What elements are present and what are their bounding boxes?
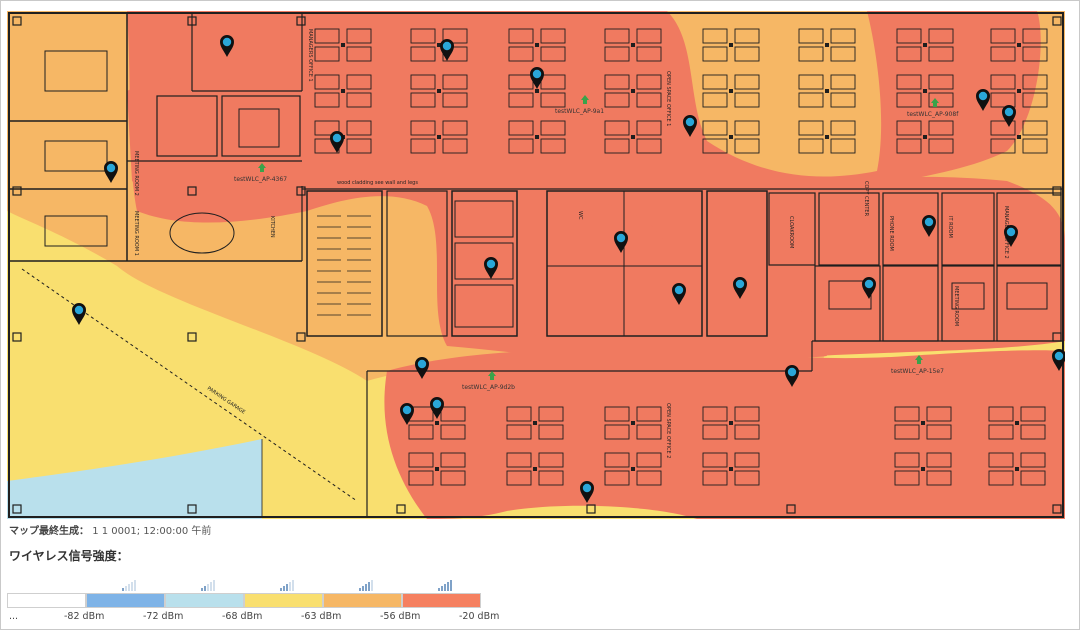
outer-wall — [8, 12, 1064, 518]
access-point[interactable]: testWLC_AP-15e7 — [891, 355, 944, 375]
workstations — [314, 28, 1048, 486]
updated-value: 1 1 0001; 12:00:00 午前 — [92, 526, 212, 537]
map-pin-icon[interactable] — [785, 365, 799, 387]
signal-bars-icon — [122, 577, 136, 591]
ap-label: testWLC_AP-4367 — [234, 176, 287, 183]
room-label: OPEN SPACE OFFICE 1 — [665, 71, 671, 126]
map-pin-icon[interactable] — [976, 89, 990, 111]
map-pin-icon[interactable] — [415, 357, 429, 379]
room-label: PHONE ROOM — [888, 216, 894, 251]
columns — [12, 16, 1062, 514]
signal-bars-icon — [280, 577, 294, 591]
wifi-ap-icon — [915, 355, 923, 364]
map-pin-icon[interactable] — [922, 215, 936, 237]
room-label: WC — [577, 211, 583, 220]
room-label: MEETING ROOM 1 — [133, 211, 139, 256]
legend-swatch — [7, 593, 86, 608]
updated-label: マップ最終生成： — [9, 526, 89, 537]
ap-label: testWLC_AP-908f — [907, 111, 959, 118]
map-pin-icon[interactable] — [430, 397, 444, 419]
ap-label: testWLC_AP-9a1 — [555, 108, 604, 115]
room-label: COPY CENTER — [863, 181, 869, 217]
access-point[interactable]: testWLC_AP-908f — [907, 98, 959, 118]
floor-plan-map[interactable]: MEETING ROOM 2 MEETING ROOM 1 KITCHEN MA… — [7, 11, 1065, 519]
client-markers — [72, 35, 1065, 503]
map-annotation: wood cladding see wall and legs — [337, 180, 418, 186]
legend-label: ... — [9, 611, 19, 622]
legend-swatch — [323, 593, 402, 608]
room-label: MEETING ROOM 2 — [133, 151, 139, 196]
map-pin-icon[interactable] — [1004, 225, 1018, 247]
legend-swatch — [244, 593, 323, 608]
signal-bars-icon — [359, 577, 373, 591]
signal-icons-row — [7, 577, 483, 593]
legend-label: -56 dBm — [380, 611, 421, 622]
map-pin-icon[interactable] — [672, 283, 686, 305]
heat-zone-red-southwest — [477, 197, 707, 346]
wifi-ap-icon — [581, 95, 589, 104]
access-points: testWLC_AP-4367 testWLC_AP-9a1 testWLC_A… — [234, 95, 959, 391]
map-pin-icon[interactable] — [330, 131, 344, 153]
legend-label: -72 dBm — [143, 611, 184, 622]
signal-legend: ... -82 dBm -72 dBm -68 dBm -63 dBm -56 dBm -2… — [7, 577, 499, 625]
heat-zone-red-south — [384, 349, 1065, 519]
map-pin-icon[interactable] — [614, 231, 628, 253]
access-point[interactable]: testWLC_AP-4367 — [234, 163, 287, 183]
access-point[interactable]: testWLC_AP-9d2b — [462, 371, 515, 391]
map-pin-icon[interactable] — [530, 67, 544, 89]
map-pin-icon[interactable] — [220, 35, 234, 57]
room-label: CLOAKROOM — [788, 216, 794, 248]
legend-swatch — [86, 593, 165, 608]
map-pin-icon[interactable] — [400, 403, 414, 425]
map-pin-icon[interactable] — [1002, 105, 1016, 127]
ap-label: testWLC_AP-15e7 — [891, 368, 944, 375]
map-updated: マップ最終生成： 1 1 0001; 12:00:00 午前 — [9, 522, 211, 537]
signal-labels: ... -82 dBm -72 dBm -68 dBm -63 dBm -56 dBm -2… — [7, 611, 499, 625]
stairs — [317, 215, 371, 316]
legend-label: -20 dBm — [459, 611, 500, 622]
signal-bars-icon — [438, 577, 452, 591]
legend-label: -68 dBm — [222, 611, 263, 622]
room-label: IT ROOM — [947, 216, 953, 238]
map-pin-icon[interactable] — [683, 115, 697, 137]
map-pin-icon[interactable] — [484, 257, 498, 279]
legend-label: -63 dBm — [301, 611, 342, 622]
map-pin-icon[interactable] — [862, 277, 876, 299]
signal-swatches — [7, 593, 483, 609]
wifi-ap-icon — [488, 371, 496, 380]
map-pin-icon[interactable] — [104, 161, 118, 183]
wifi-ap-icon — [258, 163, 266, 172]
room-label: MANAGERS OFFICE 1 — [307, 29, 313, 82]
room-label: KITCHEN — [269, 216, 275, 238]
legend-label: -82 dBm — [64, 611, 105, 622]
map-pin-icon[interactable] — [440, 39, 454, 61]
legend-swatch — [402, 593, 481, 608]
map-pin-icon[interactable] — [1052, 349, 1065, 371]
heat-zone-lightblue — [7, 439, 262, 519]
room-label: OPEN SPACE OFFICE 2 — [665, 403, 671, 458]
ap-label: testWLC_AP-9d2b — [462, 384, 515, 391]
map-pin-icon[interactable] — [72, 303, 86, 325]
legend-swatch — [165, 593, 244, 608]
map-pin-icon[interactable] — [580, 481, 594, 503]
heat-zone-red-north — [127, 11, 1041, 359]
meeting-tables — [44, 50, 1048, 310]
wifi-ap-icon — [931, 98, 939, 107]
room-label: MEETING ROOM — [953, 286, 959, 326]
map-pin-icon[interactable] — [733, 277, 747, 299]
legend-title: ワイヤレス信号強度： — [9, 549, 129, 563]
signal-bars-icon — [201, 577, 215, 591]
access-point[interactable]: testWLC_AP-9a1 — [555, 95, 604, 115]
